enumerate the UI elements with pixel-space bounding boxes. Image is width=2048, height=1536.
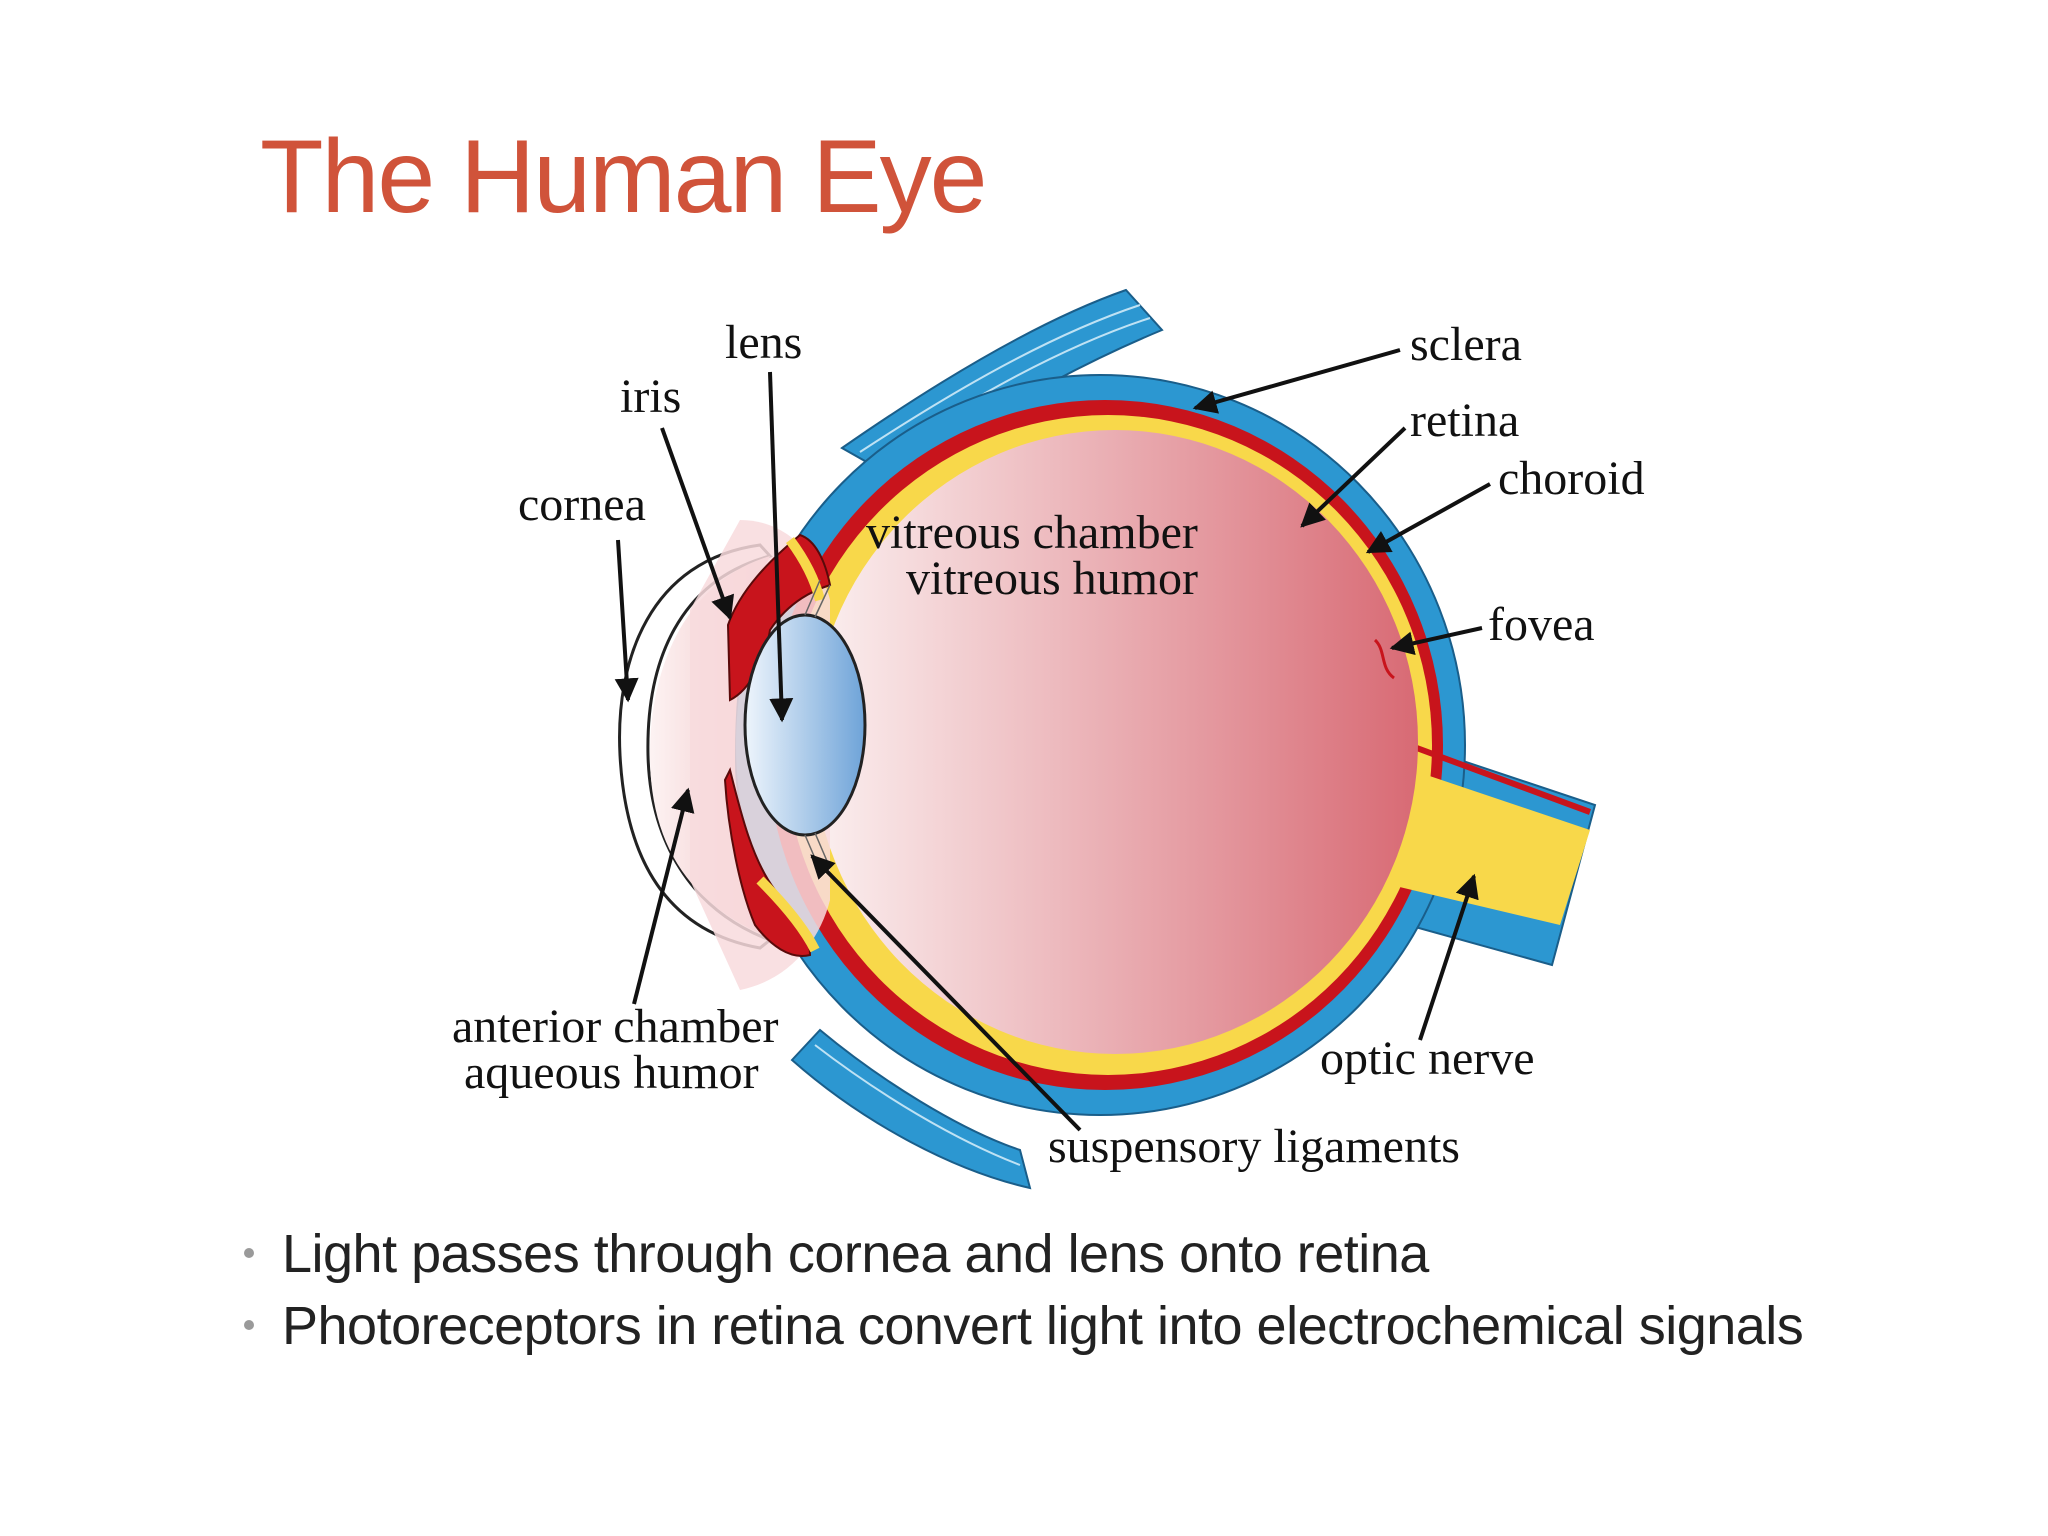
vitreous-chamber — [812, 430, 1418, 1054]
label-suspensory-ligaments: suspensory ligaments — [1048, 1120, 1460, 1173]
arrow-sclera — [1192, 348, 1401, 414]
label-optic-nerve: optic nerve — [1320, 1032, 1535, 1085]
label-fovea: fovea — [1488, 598, 1595, 651]
label-iris: iris — [620, 370, 681, 423]
bullet-dot — [244, 1320, 254, 1330]
bullet-list: Light passes through cornea and lens ont… — [242, 1218, 1804, 1362]
label-sclera: sclera — [1410, 318, 1522, 371]
arrow-iris — [660, 427, 735, 621]
muscle-bottom — [790, 1028, 1032, 1190]
bullet-text: Photoreceptors in retina convert light i… — [282, 1296, 1804, 1356]
slide-title: The Human Eye — [260, 119, 987, 235]
bullet-item: Photoreceptors in retina convert light i… — [242, 1290, 1804, 1362]
label-anterior-chamber: anterior chamber — [452, 1000, 779, 1053]
label-choroid: choroid — [1498, 452, 1645, 505]
label-aqueous-humor: aqueous humor — [464, 1046, 759, 1099]
arrow-lens — [768, 371, 794, 723]
label-vitreous-chamber: vitreous chamber — [866, 506, 1198, 559]
bullet-item: Light passes through cornea and lens ont… — [242, 1218, 1803, 1290]
bullet-dot — [244, 1248, 254, 1258]
label-vitreous-humor: vitreous humor — [906, 552, 1198, 605]
label-retina: retina — [1410, 394, 1519, 447]
arrow-retina — [1300, 426, 1407, 528]
arrow-choroid — [1365, 482, 1491, 554]
arrow-anterior-chamber — [632, 787, 695, 1005]
label-cornea: cornea — [518, 478, 646, 531]
lens-shape — [743, 613, 867, 837]
leader-arrows — [614, 348, 1491, 1132]
arrow-cornea — [614, 539, 639, 703]
label-lens: lens — [725, 316, 802, 369]
arrow-fovea — [1389, 626, 1483, 656]
fovea-dip — [1373, 638, 1395, 680]
bullet-text: Light passes through cornea and lens ont… — [282, 1224, 1429, 1284]
optic-nerve — [1370, 760, 1590, 925]
arrow-optic-nerve — [1418, 873, 1479, 1041]
arrow-suspensory-ligaments — [810, 854, 1082, 1132]
